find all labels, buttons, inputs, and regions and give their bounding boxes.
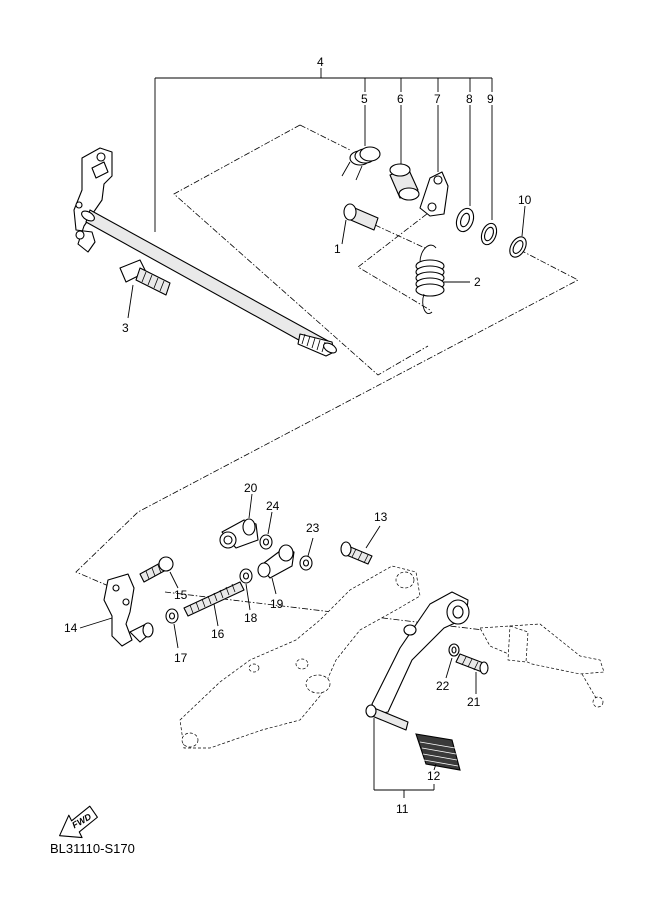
- nut-17: [165, 608, 179, 649]
- callout-19: 19: [270, 597, 284, 611]
- callout-4: 4: [317, 55, 324, 69]
- callout-2: 2: [474, 275, 481, 289]
- callout-7: 7: [434, 92, 441, 106]
- callout-5: 5: [361, 92, 368, 106]
- nut-24: [259, 511, 273, 550]
- callout-18: 18: [244, 611, 258, 625]
- callout-21: 21: [467, 695, 481, 709]
- washer-22: [445, 643, 460, 679]
- callout-15: 15: [174, 588, 188, 602]
- rod-end-19: [257, 544, 295, 595]
- return-spring: [415, 244, 470, 314]
- callout-24: 24: [266, 499, 280, 513]
- shift-shaft-arm: [73, 147, 113, 253]
- torsion-spring-small: [341, 105, 381, 181]
- callout-labels: 4 5 6 7 8 9 10 1 2 3 20 24 23 13 15 19 1…: [64, 55, 532, 816]
- callout-11: 11: [396, 802, 409, 816]
- callout-10: 10: [518, 193, 532, 207]
- phantom-frame: [179, 565, 605, 749]
- callout-12: 12: [427, 769, 441, 783]
- callout-1: 1: [334, 242, 341, 256]
- callout-20: 20: [244, 481, 258, 495]
- bolt-21: [455, 653, 489, 694]
- figure-code: BL31110-S170: [50, 841, 135, 856]
- stopper-bolt: [119, 259, 171, 319]
- guide-lines: [75, 124, 579, 633]
- washer-8: [455, 105, 475, 233]
- shift-lever-arm: [419, 105, 449, 217]
- bolt-15: [139, 556, 179, 589]
- forward-direction-arrow: FWD: [59, 805, 98, 839]
- assembly-bracket-11: [373, 718, 435, 798]
- callout-8: 8: [466, 92, 473, 106]
- callout-14: 14: [64, 621, 78, 635]
- collar-bolt: [341, 203, 379, 245]
- callout-6: 6: [397, 92, 404, 106]
- assembly-bracket-4: [154, 68, 493, 232]
- bolt-13: [340, 525, 381, 565]
- callout-3: 3: [122, 321, 129, 335]
- shift-pedal: [365, 591, 470, 731]
- callout-16: 16: [211, 627, 225, 641]
- shift-rod: [183, 581, 245, 627]
- circlip-9: [480, 105, 498, 246]
- callout-22: 22: [436, 679, 450, 693]
- callout-9: 9: [487, 92, 494, 106]
- shift-shaft: [81, 209, 337, 357]
- callout-13: 13: [374, 510, 388, 524]
- pedal-rubber: [415, 733, 461, 771]
- rod-end-joint: [219, 493, 259, 549]
- circlip-10: [509, 205, 527, 258]
- callout-17: 17: [174, 651, 188, 665]
- callout-23: 23: [306, 521, 320, 535]
- nut-23: [299, 537, 314, 571]
- collar: [389, 105, 420, 201]
- nut-18: [239, 568, 253, 611]
- shift-arm: [79, 573, 154, 647]
